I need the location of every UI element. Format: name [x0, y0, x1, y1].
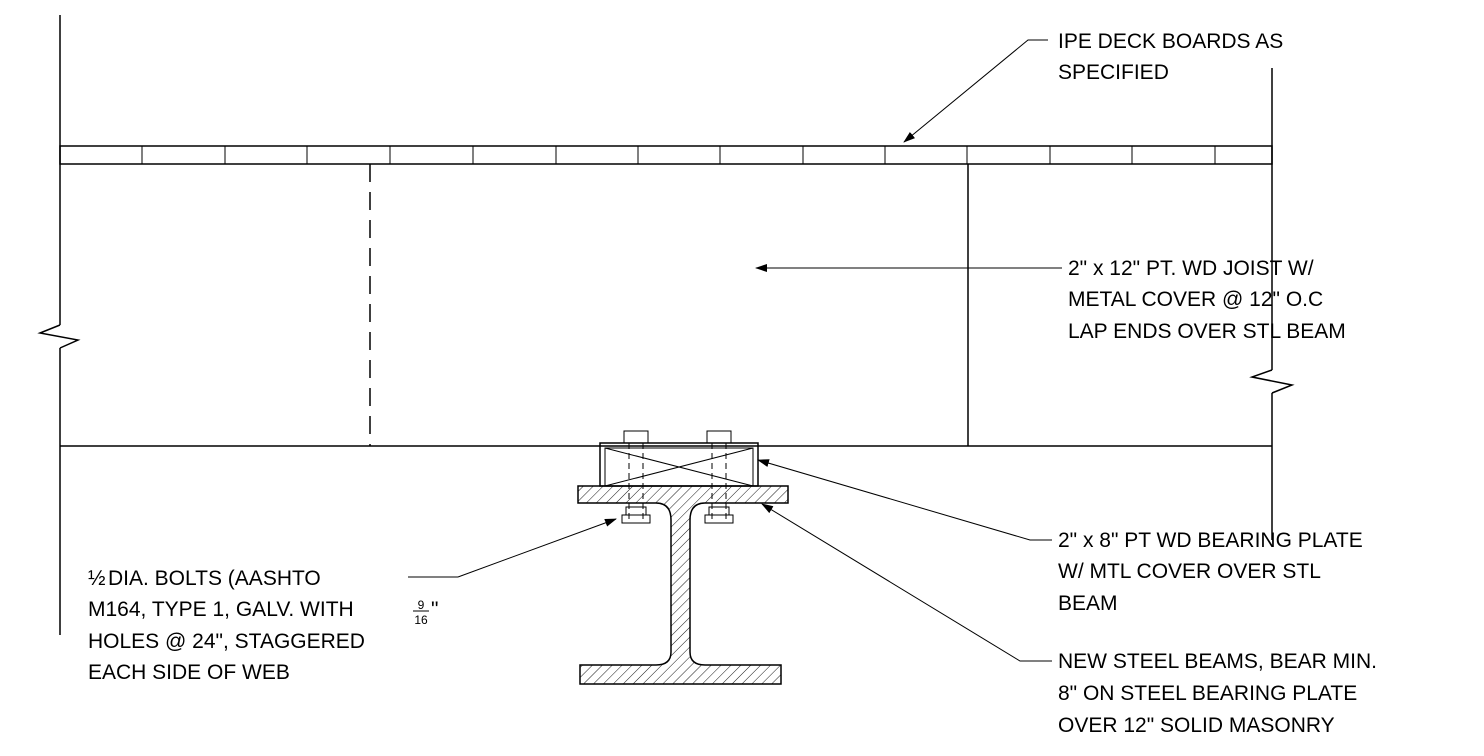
note-steel-line-3: OVER 12" SOLID MASONRY	[1058, 714, 1335, 737]
note-bolts-half: ½	[88, 567, 106, 590]
leader-bearing-plate	[757, 459, 1052, 541]
bolt-right	[704, 430, 734, 524]
note-steel-beam: NEW STEEL BEAMS, BEAR MIN. 8" ON STEEL B…	[1058, 650, 1377, 737]
steel-beam	[577, 485, 789, 685]
leader-bolts	[408, 518, 617, 578]
note-bolts-frac-den: 16	[414, 613, 428, 627]
note-bolts-line-4: EACH SIDE OF WEB	[88, 661, 290, 684]
note-joist-line-1: 2" x 12" PT. WD JOIST W/	[1068, 257, 1314, 280]
note-bolts: ½ DIA. BOLTS (AASHTO M164, TYPE 1, GALV.…	[88, 567, 438, 684]
bearing-plate	[599, 442, 759, 487]
note-bolts-line-2: M164, TYPE 1, GALV. WITH	[88, 598, 354, 621]
note-deck-boards: IPE DECK BOARDS AS SPECIFIED	[1058, 30, 1283, 84]
note-joist-line-2: METAL COVER @ 12" O.C	[1068, 288, 1323, 311]
leader-steel-beam	[761, 503, 1052, 662]
note-bearing-line-1: 2" x 8" PT WD BEARING PLATE	[1058, 529, 1363, 552]
bolt-left	[621, 430, 651, 524]
note-deck-line-2: SPECIFIED	[1058, 61, 1169, 84]
note-bearing-plate: 2" x 8" PT WD BEARING PLATE W/ MTL COVER…	[1058, 529, 1363, 615]
deck-boards	[59, 145, 1273, 165]
note-bolts-line-1: DIA. BOLTS (AASHTO	[108, 567, 321, 590]
note-bearing-line-2: W/ MTL COVER OVER STL	[1058, 560, 1321, 583]
right-break-line	[1249, 68, 1295, 540]
note-deck-line-1: IPE DECK BOARDS AS	[1058, 30, 1283, 53]
note-steel-line-1: NEW STEEL BEAMS, BEAR MIN.	[1058, 650, 1377, 673]
note-bolts-frac-num: 9	[418, 598, 425, 612]
note-joist: 2" x 12" PT. WD JOIST W/ METAL COVER @ 1…	[1068, 257, 1346, 343]
note-steel-line-2: 8" ON STEEL BEARING PLATE	[1058, 682, 1357, 705]
note-bolts-inch: "	[431, 598, 438, 621]
joist	[60, 164, 1272, 447]
note-bearing-line-3: BEAM	[1058, 592, 1118, 615]
note-bolts-line-3: HOLES @ 24", STAGGERED	[88, 630, 365, 653]
leader-deck	[903, 39, 1048, 143]
left-break-line	[37, 15, 81, 635]
note-joist-line-3: LAP ENDS OVER STL BEAM	[1068, 320, 1346, 343]
